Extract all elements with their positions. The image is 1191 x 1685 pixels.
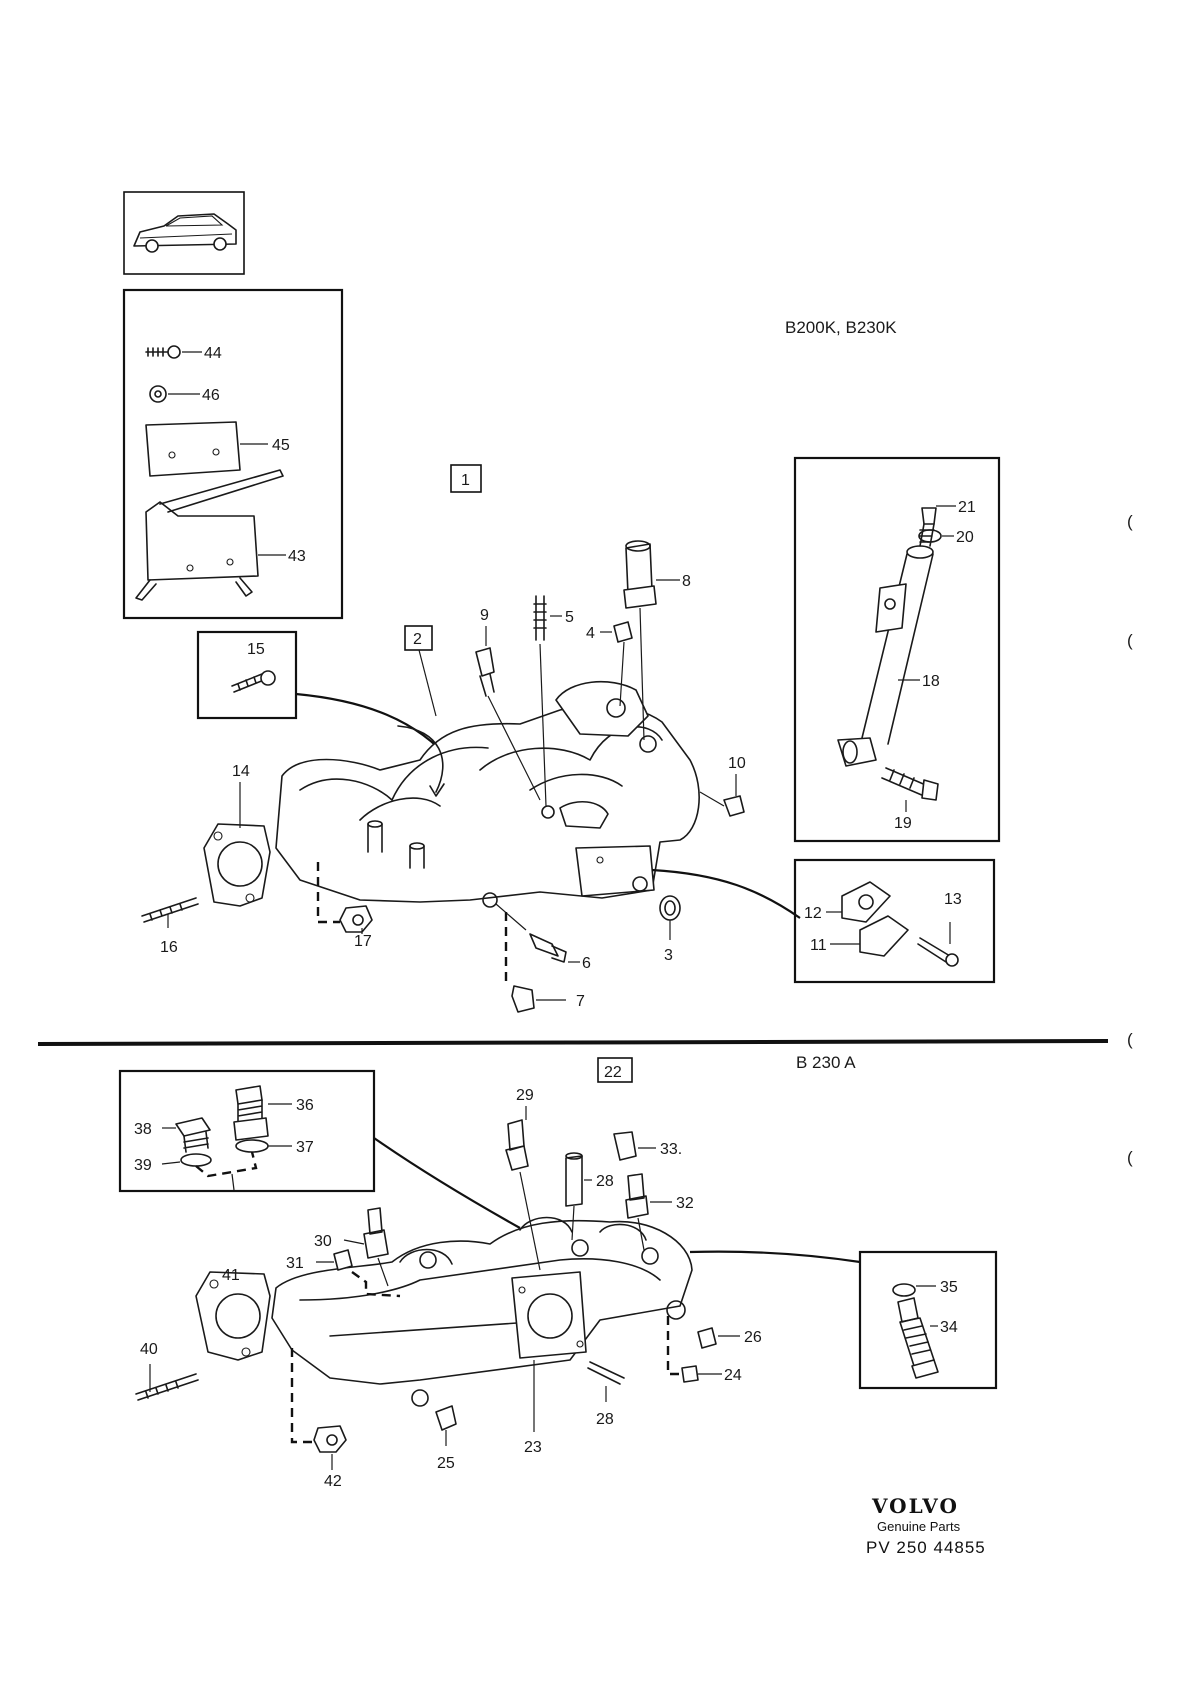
section-divider — [37, 1039, 1109, 1046]
callout-31: 31 — [286, 1255, 304, 1272]
margin-mark: ( — [1127, 631, 1133, 650]
callout-4: 4 — [586, 625, 595, 642]
callout-10: 10 — [728, 755, 746, 772]
callout-15: 15 — [247, 641, 265, 658]
callout-17: 17 — [354, 933, 372, 950]
inset-switch-kit: 44 46 45 43 — [122, 288, 344, 620]
top-manifold-callouts: 14 16 17 9 5 4 8 — [141, 540, 746, 1013]
callout-45: 45 — [272, 437, 290, 454]
volvo-logo: VOLVO — [871, 1494, 959, 1518]
callout-35: 35 — [940, 1279, 958, 1296]
callout-6: 6 — [582, 955, 591, 972]
callout-18: 18 — [922, 673, 940, 690]
callout-37: 37 — [296, 1139, 314, 1156]
callout-46: 46 — [202, 387, 220, 404]
callout-28: 28 — [596, 1173, 614, 1190]
group-number-1: 1 — [461, 472, 470, 489]
callout-12: 12 — [804, 905, 822, 922]
intake-manifold-bottom — [195, 1216, 693, 1407]
callout-39: 39 — [134, 1157, 152, 1174]
group-box-1: 1 — [450, 464, 482, 493]
inset-cover-kit: 12 11 13 — [651, 858, 996, 984]
callout-3: 3 — [664, 947, 673, 964]
callout-28: 28 — [596, 1411, 614, 1428]
callout-8: 8 — [682, 573, 691, 590]
margin-mark: ( — [1127, 512, 1133, 531]
group-box-2: 2 — [404, 625, 437, 717]
inset-bolt-15: 15 — [196, 630, 459, 771]
callout-43: 43 — [288, 548, 306, 565]
callout-21: 21 — [958, 499, 976, 516]
group-number-2: 2 — [413, 631, 422, 648]
callout-42: 42 — [324, 1473, 342, 1490]
callout-38: 38 — [134, 1121, 152, 1138]
engine-label-top: B200K, B230K — [785, 318, 897, 337]
callout-16: 16 — [160, 939, 178, 956]
vehicle-thumbnail — [123, 191, 245, 275]
inset-valve-kit: 35 34 — [858, 1250, 998, 1390]
bottom-manifold-callouts: 40 41 42 25 23 28 24 26 29 — [135, 1087, 861, 1490]
callout-33: 33. — [660, 1141, 682, 1158]
callout-32: 32 — [676, 1195, 694, 1212]
callout-24: 24 — [724, 1367, 742, 1384]
callout-36: 36 — [296, 1097, 314, 1114]
callout-34: 34 — [940, 1319, 958, 1336]
inset-pipe-kit: 21 20 18 19 — [793, 456, 1001, 843]
callout-26: 26 — [744, 1329, 762, 1346]
callout-25: 25 — [437, 1455, 455, 1472]
margin-mark: ( — [1127, 1030, 1133, 1049]
callout-19: 19 — [894, 815, 912, 832]
brand-subtitle: Genuine Parts — [877, 1519, 961, 1534]
margin-mark: ( — [1127, 1148, 1133, 1167]
document-code: PV 250 44855 — [866, 1538, 986, 1557]
callout-20: 20 — [956, 529, 974, 546]
group-number-22: 22 — [604, 1064, 622, 1081]
inset-plug-kit: 38 39 36 37 — [118, 1069, 521, 1229]
callout-41: 41 — [222, 1267, 240, 1284]
callout-40: 40 — [140, 1341, 158, 1358]
intake-manifold-top — [203, 680, 700, 908]
callout-9: 9 — [480, 607, 489, 624]
callout-30: 30 — [314, 1233, 332, 1250]
engine-label-bottom: B 230 A — [796, 1053, 856, 1072]
callout-29: 29 — [516, 1087, 534, 1104]
callout-14: 14 — [232, 763, 250, 780]
callout-5: 5 — [565, 609, 574, 626]
callout-11: 11 — [810, 937, 827, 954]
group-box-22: 22 — [597, 1057, 633, 1083]
callout-7: 7 — [576, 993, 585, 1010]
callout-13: 13 — [944, 891, 962, 908]
callout-44: 44 — [204, 345, 222, 362]
brand-footer: VOLVO Genuine Parts PV 250 44855 — [866, 1494, 986, 1557]
callout-23: 23 — [524, 1439, 542, 1456]
